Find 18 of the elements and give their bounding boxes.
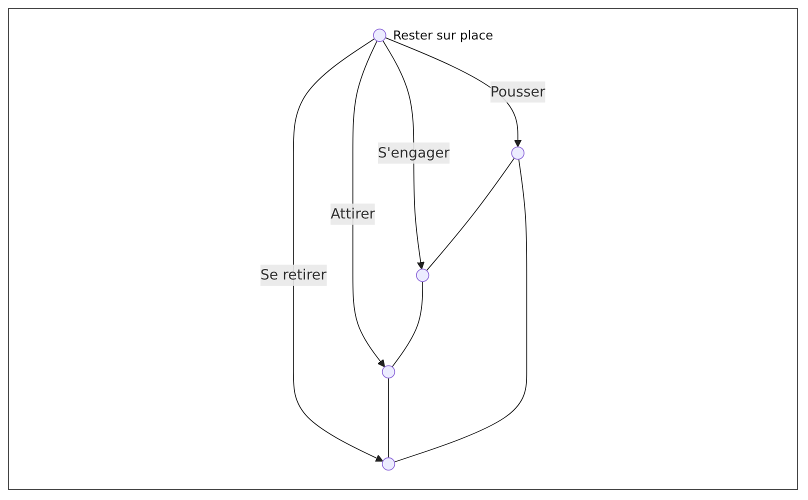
arrow [293,38,384,462]
edge-label: Se retirer [260,266,327,284]
dot [382,365,396,378]
node-caption: Rester sur place [393,28,494,43]
dot [373,28,386,42]
arrow [382,40,425,270]
diagram: Pousser S'engager Se retirer Attirer Rester sur place [232,19,574,479]
connector [388,378,390,458]
dot [382,457,396,471]
connector [394,158,528,462]
connector [426,158,515,272]
connector [392,281,424,368]
arrow [352,40,386,368]
edge-label: Attirer [330,205,376,222]
dot [511,146,525,160]
edge-label: S'engager [378,144,450,162]
edge-label: Pousser [490,83,546,100]
dot [416,268,430,282]
